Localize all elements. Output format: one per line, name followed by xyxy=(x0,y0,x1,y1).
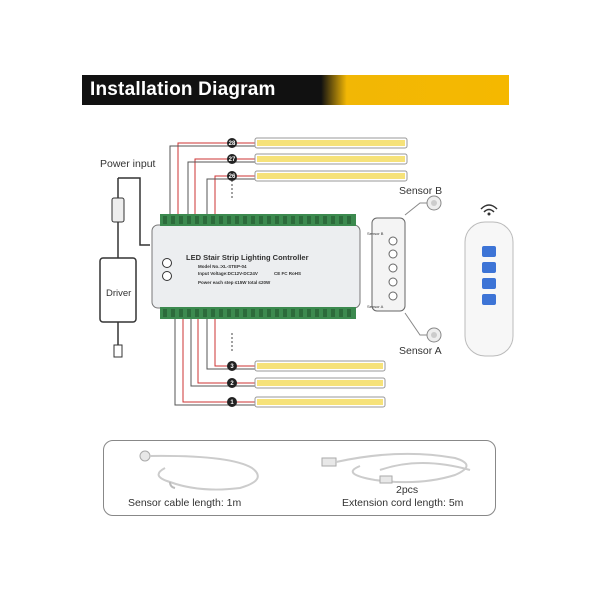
strip-number-1: 1 xyxy=(230,400,234,406)
power-plug-icon xyxy=(113,344,123,358)
controller-title: LED Stair Strip Lighting Controller xyxy=(186,253,309,262)
port-sensor-b-label: Sensor B xyxy=(367,231,384,236)
top-wires xyxy=(169,142,255,218)
diagram-title: Installation Diagram xyxy=(90,79,276,100)
power-input-label: Power input xyxy=(100,158,156,170)
power-cable xyxy=(117,177,150,345)
extension-cord-label: Extension cord length: 5m xyxy=(342,497,464,509)
terminal-screws xyxy=(163,216,351,317)
controller-input-voltage: Input Voltage:DC12V-DC24V xyxy=(198,271,258,276)
sensor-b-label: Sensor B xyxy=(399,185,443,197)
connector-26-icon xyxy=(162,271,172,281)
connector-26-label: 26 xyxy=(164,272,170,277)
bottom-led-strips xyxy=(254,360,386,408)
port-sensor-a-label: Sensor A xyxy=(367,304,384,309)
strip-number-27: 27 xyxy=(229,157,236,163)
top-led-strips xyxy=(254,137,408,182)
accessories-panel xyxy=(103,440,496,516)
controller-box xyxy=(151,224,361,309)
strip-number-3: 3 xyxy=(230,364,234,370)
connector-25-icon xyxy=(162,258,172,268)
controller-certifications: CE FC RoHS xyxy=(274,271,301,276)
driver-label: Driver xyxy=(106,288,132,299)
connector-25-label: 25 xyxy=(164,259,170,264)
bottom-wires xyxy=(174,313,255,406)
quantity-label: 2pcs xyxy=(396,484,419,496)
sensor-b-icon xyxy=(404,195,442,216)
controller-power-each-step: Power each step ≤15W total ≤20W xyxy=(198,280,271,285)
strip-number-28: 28 xyxy=(229,141,236,147)
power-jack-icon xyxy=(111,197,125,223)
strip-number-26: 26 xyxy=(229,174,236,180)
sensor-cable-label: Sensor cable length: 1m xyxy=(128,497,242,509)
strip-number-2: 2 xyxy=(230,381,234,387)
sensor-ports xyxy=(371,217,406,312)
extension-cord-icon xyxy=(321,452,471,484)
sensor-a-icon xyxy=(404,312,442,343)
driver-box xyxy=(99,257,137,323)
wifi-icon xyxy=(483,208,495,213)
remote-control xyxy=(464,204,514,357)
title-banner xyxy=(82,75,509,105)
strip-number-badges xyxy=(227,138,237,407)
controller-model: Model No.:XL-STEP-04 xyxy=(198,264,247,269)
sensor-cable-icon xyxy=(139,450,259,491)
sensor-a-label: Sensor A xyxy=(399,345,442,357)
